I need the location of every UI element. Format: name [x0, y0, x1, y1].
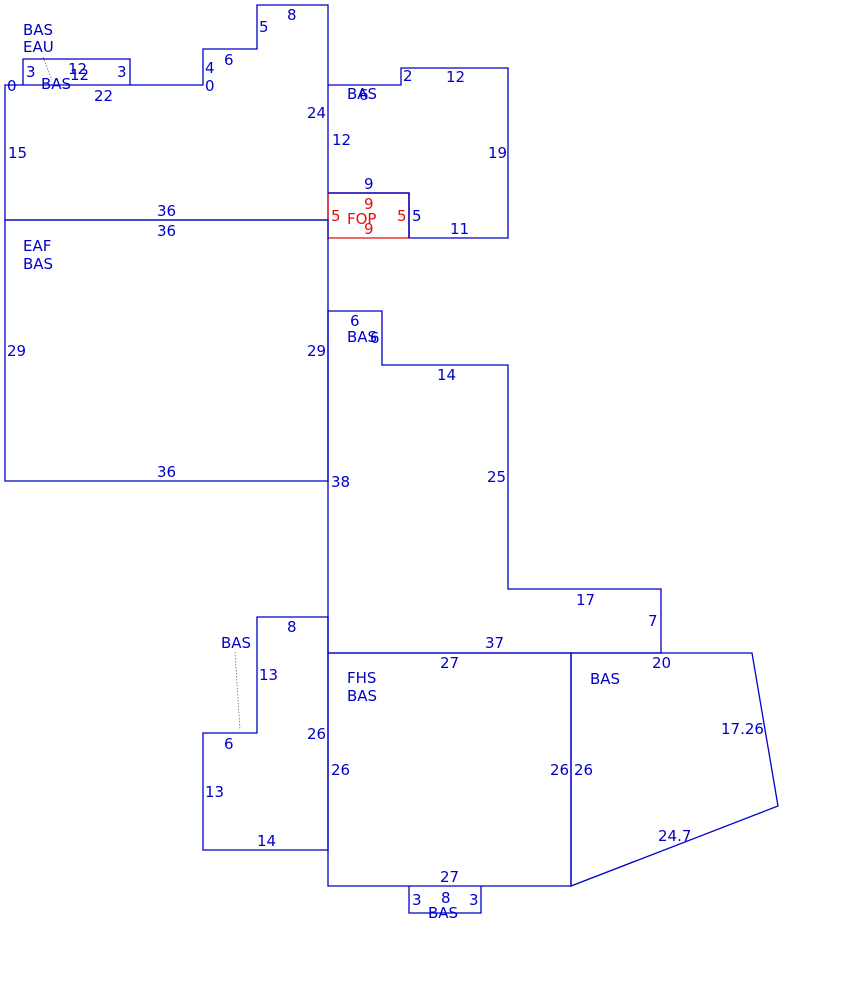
- dimension-label: 3: [117, 63, 127, 81]
- dimension-label: 15: [8, 144, 27, 162]
- dimension-label: 37: [485, 634, 504, 652]
- dimension-label: 11: [450, 220, 469, 238]
- dimension-label: 0: [205, 77, 215, 95]
- dimension-label: 27: [440, 654, 459, 672]
- area-label-bas-eaf: BAS: [23, 255, 53, 273]
- dimension-label: 7: [648, 612, 658, 630]
- dimension-label: 6: [359, 86, 369, 104]
- dimension-label: 29: [7, 342, 26, 360]
- area-label-bas-fhs: BAS: [347, 687, 377, 705]
- area-label-eaf: EAF: [23, 237, 51, 255]
- dimension-label: 36: [157, 222, 176, 240]
- dimension-label: 26: [331, 761, 350, 779]
- dimension-label: 9: [364, 175, 374, 193]
- dimension-label: 19: [488, 144, 507, 162]
- dimension-label: 27: [440, 868, 459, 886]
- dimension-label: 13: [205, 783, 224, 801]
- dimension-label: 12: [446, 68, 465, 86]
- fop-top-edge: [328, 192, 410, 238]
- dimension-label: 14: [257, 832, 276, 850]
- dimension-label: 5: [412, 207, 422, 225]
- dimension-label: 24: [307, 104, 326, 122]
- east-area-outline: [570, 652, 779, 887]
- dimension-label: 6: [350, 312, 360, 330]
- eau-leader-line: [42, 56, 53, 81]
- area-label-bas-top: BAS: [23, 21, 53, 39]
- dimension-label: 8: [441, 889, 451, 907]
- dimension-label: 14: [437, 366, 456, 384]
- dimension-label: 29: [307, 342, 326, 360]
- dimension-label: 38: [331, 473, 350, 491]
- dimension-label: 17.26: [721, 720, 764, 738]
- dimension-label: 8: [287, 6, 297, 24]
- dimension-label: 6: [224, 735, 234, 753]
- dimension-label: 5: [259, 18, 269, 36]
- dimension-label: 2: [403, 67, 413, 85]
- dimension-label: 20: [652, 654, 671, 672]
- dimension-label: 12: [68, 60, 87, 78]
- area-label-bas-upper-east: BAS: [347, 85, 377, 103]
- dimension-label: 5: [397, 207, 407, 225]
- area-label-bas-upper-west: BAS: [41, 75, 71, 93]
- dimension-label: 13: [259, 666, 278, 684]
- dimension-label: 36: [157, 463, 176, 481]
- dimension-label: 3: [469, 891, 479, 909]
- dimension-label: 5: [331, 207, 341, 225]
- area-label-bas-west-wing: BAS: [221, 634, 251, 652]
- dimension-label: 26: [307, 725, 326, 743]
- area-label-fhs: FHS: [347, 669, 376, 687]
- area-label-eau: EAU: [23, 38, 54, 56]
- dimension-label: 25: [487, 468, 506, 486]
- area-label-bas-central: BAS: [347, 328, 377, 346]
- area-label-fop: FOP: [347, 210, 376, 228]
- eaf-area-outline: [4, 219, 329, 482]
- dimension-label: 12: [332, 131, 351, 149]
- dimension-label: 3: [412, 891, 422, 909]
- area-label-bas-south: BAS: [428, 904, 458, 922]
- west-wing-leader-line: [234, 651, 241, 731]
- dimension-label: 17: [576, 591, 595, 609]
- dimension-label: 36: [157, 202, 176, 220]
- dimension-label: 6: [224, 51, 234, 69]
- eau-area-outline: [22, 58, 131, 85]
- dimension-label: 26: [550, 761, 569, 779]
- dimension-label: 0: [7, 77, 17, 95]
- dimension-label: 12: [70, 66, 89, 84]
- dimension-label: 26: [574, 761, 593, 779]
- south-bump-outline: [408, 886, 482, 914]
- dimension-label: 3: [26, 63, 36, 81]
- dimension-label: 6: [370, 329, 380, 347]
- dimension-label: 8: [287, 618, 297, 636]
- dimension-label: 9: [364, 220, 374, 238]
- dimension-label: 9: [364, 195, 374, 213]
- dimension-label: 22: [94, 87, 113, 105]
- dimension-label: 24.7: [658, 827, 691, 845]
- dimension-label: 4: [205, 59, 215, 77]
- area-label-bas-east: BAS: [590, 670, 620, 688]
- west-wing-outline: [202, 616, 329, 851]
